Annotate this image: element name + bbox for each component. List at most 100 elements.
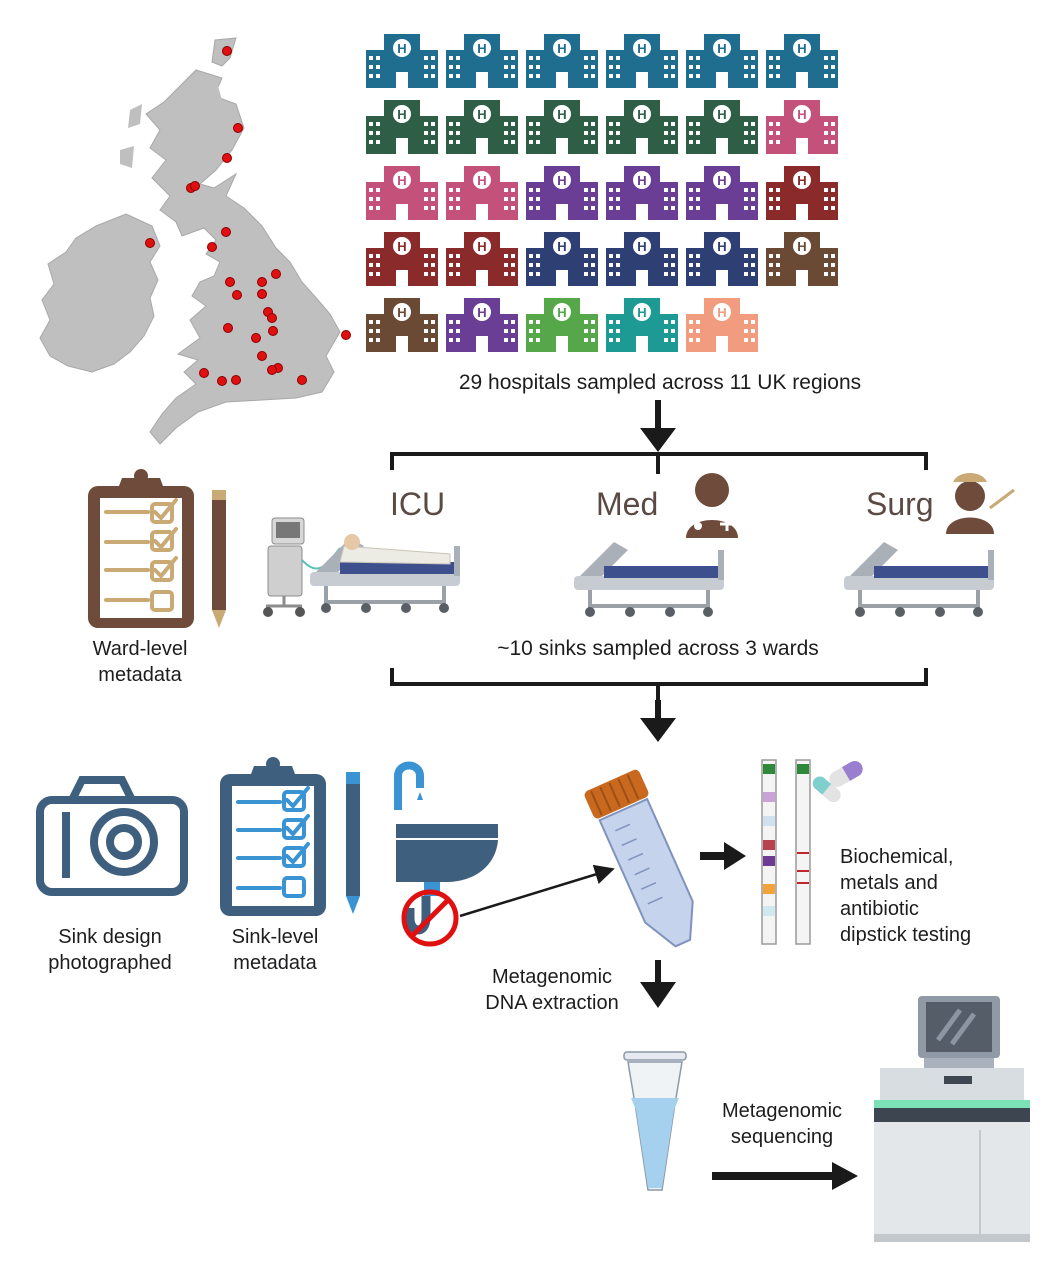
hospital-icon: H <box>606 34 678 88</box>
hospital-h-letter: H <box>477 305 486 320</box>
dipstick-line-3: antibiotic <box>840 898 919 920</box>
hospital-icon: H <box>766 166 838 220</box>
arrow-to-sequencer <box>832 1162 858 1190</box>
sink-pencil-icon <box>346 772 360 914</box>
hospital-icon: H <box>686 166 758 220</box>
hospital-h-letter: H <box>797 173 806 188</box>
doctor-icon <box>686 473 738 538</box>
dna-line-2: DNA extraction <box>485 992 619 1014</box>
dna-line-1: Metagenomic <box>491 966 613 988</box>
hospital-icon: H <box>606 232 678 286</box>
hospital-icon: H <box>606 100 678 154</box>
hospital-h-letter: H <box>717 41 726 56</box>
ward-label-med: Med <box>596 486 659 522</box>
hospital-icon: H <box>606 166 678 220</box>
hospital-h-letter: H <box>637 173 646 188</box>
hospital-h-letter: H <box>557 107 566 122</box>
hospital-icon: H <box>686 232 758 286</box>
hospital-icon: H <box>446 232 518 286</box>
icu-bed-icon <box>310 534 460 613</box>
hospital-h-letter: H <box>637 107 646 122</box>
hospital-h-letter: H <box>397 173 406 188</box>
antibiotic-capsule-icon <box>812 761 863 803</box>
hospital-h-letter: H <box>397 107 406 122</box>
ward-metadata-line-2: metadata <box>98 664 182 686</box>
hospital-icon: H <box>446 298 518 352</box>
dipstick-line-2: metals and <box>840 872 938 894</box>
sink-icon <box>394 761 498 947</box>
hospital-icon: H <box>766 232 838 286</box>
arrow-to-sampling <box>640 718 676 742</box>
hospital-h-letter: H <box>717 305 726 320</box>
hospital-icon: H <box>446 166 518 220</box>
dipstick-strip-1 <box>761 759 777 945</box>
hospital-h-letter: H <box>717 173 726 188</box>
arrow-sink-to-tube <box>459 864 615 918</box>
hospital-icon: H <box>366 298 438 352</box>
hospital-icon: H <box>766 34 838 88</box>
arrow-to-wards <box>640 428 676 452</box>
hospital-h-letter: H <box>477 239 486 254</box>
hospital-icon: H <box>686 34 758 88</box>
ward-clipboard-icon <box>88 469 194 628</box>
hospital-h-letter: H <box>557 173 566 188</box>
sink-photo-label: Sink design photographed <box>48 924 171 976</box>
hospital-icon: H <box>686 100 758 154</box>
dipstick-label: Biochemical, metals and antibiotic dipst… <box>840 844 971 948</box>
uk-map <box>39 37 351 445</box>
sink-metadata-line-1: Sink-level <box>231 926 319 948</box>
hospital-icon: H <box>526 34 598 88</box>
ward-bracket-bottom <box>390 668 928 704</box>
sequencer-icon <box>874 996 1030 1242</box>
hospital-location-dots <box>145 46 351 386</box>
ward-label-surg: Surg <box>866 486 934 522</box>
hospital-icon: H <box>366 34 438 88</box>
ireland-shape <box>39 213 161 373</box>
ward-metadata-line-1: Ward-level <box>92 638 188 660</box>
arrow-to-dna <box>640 982 676 1008</box>
hospital-h-letter: H <box>797 107 806 122</box>
dna-extraction-label: Metagenomic DNA extraction <box>485 964 618 1016</box>
hospital-icon: H <box>446 34 518 88</box>
ward-bracket-top <box>390 452 928 474</box>
camera-icon <box>36 776 188 896</box>
dipstick-line-1: Biochemical, <box>840 846 954 868</box>
hospital-h-letter: H <box>397 305 406 320</box>
ward-beds <box>263 517 994 617</box>
hospital-h-letter: H <box>797 41 806 56</box>
sequencing-line-1: Metagenomic <box>721 1100 843 1122</box>
hospital-h-letter: H <box>717 107 726 122</box>
sequencing-line-2: sequencing <box>730 1126 834 1148</box>
great-britain-shape <box>145 37 341 445</box>
med-bed-icon <box>574 542 724 617</box>
hospital-h-letter: H <box>717 239 726 254</box>
hospital-h-letter: H <box>397 41 406 56</box>
hospital-icon: H <box>526 166 598 220</box>
p-trap-highlight-circle <box>401 889 459 947</box>
hospital-icon: H <box>446 100 518 154</box>
hospital-icon: H <box>526 232 598 286</box>
hospital-h-letter: H <box>637 41 646 56</box>
sink-photo-line-2: photographed <box>48 952 172 974</box>
sinks-caption: ~10 sinks sampled across 3 wards <box>497 637 819 660</box>
ward-metadata-label: Ward-level metadata <box>93 636 188 688</box>
surgeon-icon <box>946 473 1015 534</box>
hospital-icon: H <box>526 100 598 154</box>
hospital-h-letter: H <box>797 239 806 254</box>
hospital-icon: H <box>366 100 438 154</box>
hospital-h-letter: H <box>477 107 486 122</box>
hospital-icon: H <box>366 232 438 286</box>
surg-bed-icon <box>844 542 994 617</box>
hospital-h-letter: H <box>637 239 646 254</box>
sink-photo-line-1: Sink design <box>58 926 162 948</box>
hospital-icon: H <box>526 298 598 352</box>
sink-clipboard-icon <box>220 757 326 916</box>
dipstick-strip-2 <box>795 759 811 945</box>
hospital-h-letter: H <box>397 239 406 254</box>
ward-pencil-icon <box>212 490 226 628</box>
sink-metadata-label: Sink-level metadata <box>232 924 319 976</box>
hospital-icon: H <box>766 100 838 154</box>
